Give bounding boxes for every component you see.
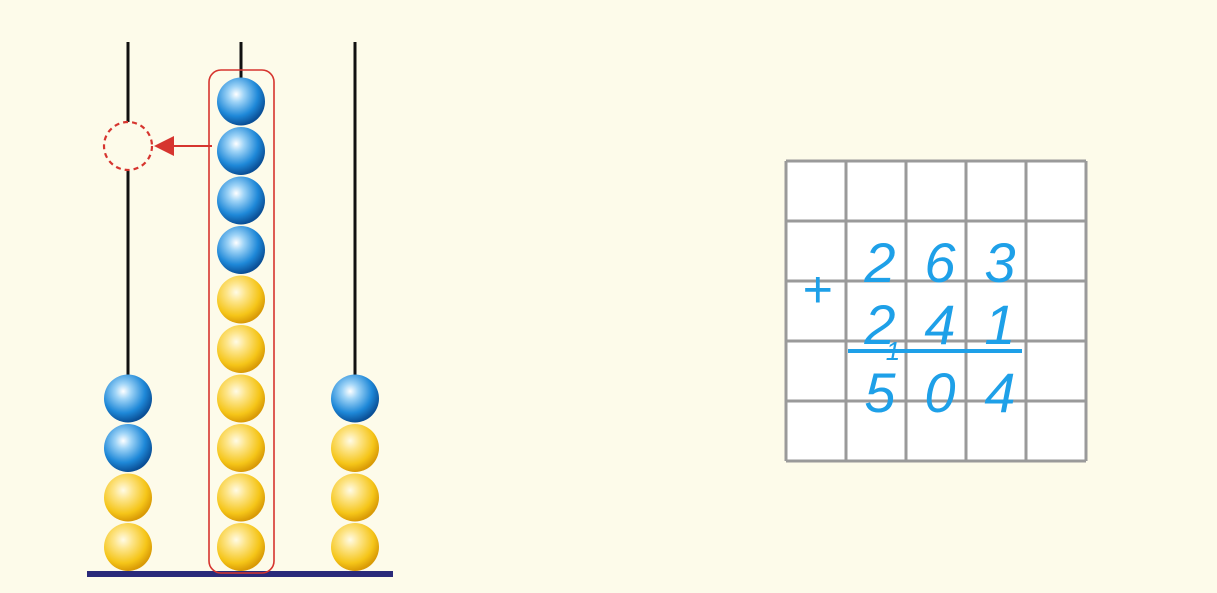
blue-bead — [217, 226, 265, 274]
addend1-digit-tens: 6 — [924, 231, 956, 294]
sum-digit-tens: 0 — [924, 361, 955, 424]
abacus-base — [87, 571, 393, 577]
abacus — [87, 42, 393, 577]
addend1-digit-ones: 3 — [984, 231, 1015, 294]
yellow-bead — [217, 276, 265, 324]
column-addition-grid: + 2 6 3 2 4 1 1 5 0 4 — [786, 161, 1086, 461]
yellow-bead — [331, 474, 379, 522]
blue-bead — [331, 375, 379, 423]
blue-bead — [217, 78, 265, 126]
yellow-bead — [217, 474, 265, 522]
yellow-bead — [217, 375, 265, 423]
blue-bead — [104, 424, 152, 472]
plus-sign: + — [802, 261, 832, 319]
sum-digit-hundreds: 5 — [864, 361, 896, 424]
yellow-bead — [331, 523, 379, 571]
blue-bead — [104, 375, 152, 423]
yellow-bead — [217, 523, 265, 571]
yellow-bead — [217, 325, 265, 373]
sum-digit-ones: 4 — [984, 361, 1015, 424]
empty-bead-placeholder — [104, 122, 152, 170]
yellow-bead — [104, 523, 152, 571]
yellow-bead — [104, 474, 152, 522]
addend2-digit-tens: 4 — [924, 293, 955, 356]
blue-bead — [217, 127, 265, 175]
addend1-digit-hundreds: 2 — [863, 231, 895, 294]
blue-bead — [217, 177, 265, 225]
addend2-digit-ones: 1 — [984, 293, 1015, 356]
yellow-bead — [217, 424, 265, 472]
yellow-bead — [331, 424, 379, 472]
